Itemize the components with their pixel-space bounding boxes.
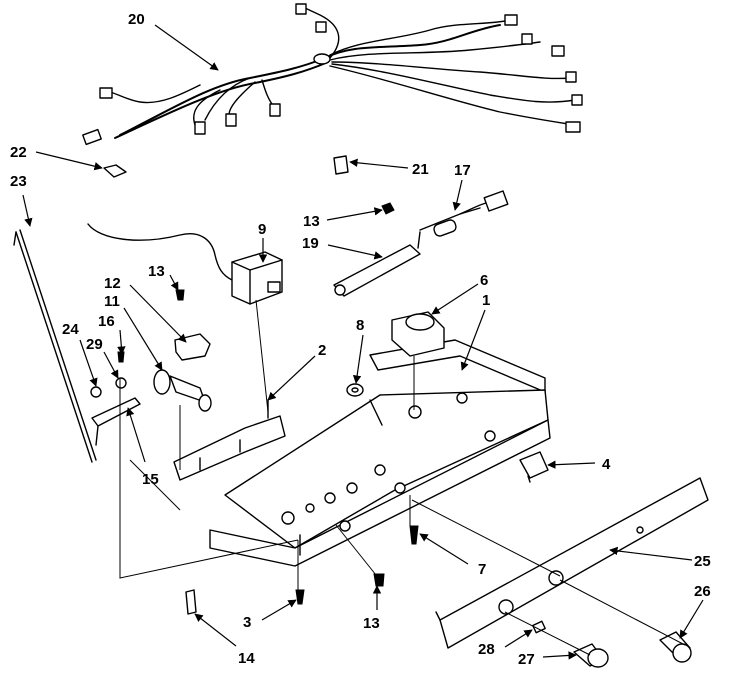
callout-13-mid: 13 bbox=[148, 263, 165, 280]
dial-panel-part-25 bbox=[435, 477, 709, 649]
thermostat-part-9 bbox=[87, 223, 283, 305]
callout-28: 28 bbox=[478, 641, 495, 658]
callout-4: 4 bbox=[602, 456, 611, 473]
clip-part-22 bbox=[103, 164, 127, 178]
callout-3: 3 bbox=[243, 614, 251, 631]
callout-21: 21 bbox=[412, 161, 429, 178]
knob-part-26 bbox=[659, 631, 692, 663]
callout-7: 7 bbox=[478, 561, 486, 578]
callout-15: 15 bbox=[142, 471, 159, 488]
screw-7 bbox=[409, 525, 419, 545]
bracket-part-2 bbox=[173, 399, 286, 481]
callout-29: 29 bbox=[86, 336, 103, 353]
callout-13-top: 13 bbox=[303, 213, 320, 230]
callout-11: 11 bbox=[104, 293, 120, 310]
screw-13-low bbox=[373, 573, 385, 587]
callout-12: 12 bbox=[104, 275, 121, 292]
rod-part-23 bbox=[13, 229, 97, 463]
clip-part-14 bbox=[185, 589, 197, 615]
knob-part-27 bbox=[573, 643, 609, 668]
callout-1: 1 bbox=[482, 292, 490, 309]
screw-16 bbox=[117, 351, 125, 363]
wire-harness bbox=[82, 3, 583, 146]
callout-24: 24 bbox=[62, 321, 79, 338]
heater-part-17 bbox=[417, 190, 509, 249]
callout-17: 17 bbox=[454, 162, 471, 179]
washer-24 bbox=[90, 386, 102, 398]
screw-13-top bbox=[381, 202, 395, 215]
switch-part-6 bbox=[391, 311, 445, 357]
spacer-part-28 bbox=[532, 620, 546, 634]
heater-element-19 bbox=[333, 244, 421, 297]
grommet-part-8 bbox=[346, 383, 364, 397]
washer-29 bbox=[115, 377, 127, 389]
callout-26: 26 bbox=[694, 583, 711, 600]
callout-9: 9 bbox=[258, 221, 266, 238]
lever-part-15 bbox=[91, 397, 141, 446]
control-housing-part-1 bbox=[209, 339, 551, 567]
callout-20: 20 bbox=[128, 11, 145, 28]
callout-14: 14 bbox=[238, 650, 255, 667]
clip-part-21 bbox=[333, 155, 349, 175]
callout-27: 27 bbox=[518, 651, 535, 668]
callout-6: 6 bbox=[480, 272, 488, 289]
callout-25: 25 bbox=[694, 553, 711, 570]
callout-22: 22 bbox=[10, 144, 27, 161]
callout-19: 19 bbox=[302, 235, 319, 252]
callout-23: 23 bbox=[10, 173, 27, 190]
callout-2: 2 bbox=[318, 342, 326, 359]
socket-part-4 bbox=[519, 451, 549, 483]
assembly-lines bbox=[119, 299, 686, 656]
bracket-part-12 bbox=[174, 333, 211, 361]
knob-part-11 bbox=[153, 369, 212, 412]
screw-3 bbox=[295, 589, 305, 605]
callout-8: 8 bbox=[356, 317, 364, 334]
callout-13-low: 13 bbox=[363, 615, 380, 632]
screw-13-mid bbox=[175, 289, 185, 301]
callout-16: 16 bbox=[98, 313, 115, 330]
leader-lines bbox=[22, 24, 704, 660]
callout-labels: 20 22 23 21 17 13 19 9 6 1 13 12 11 16 8… bbox=[10, 11, 711, 668]
